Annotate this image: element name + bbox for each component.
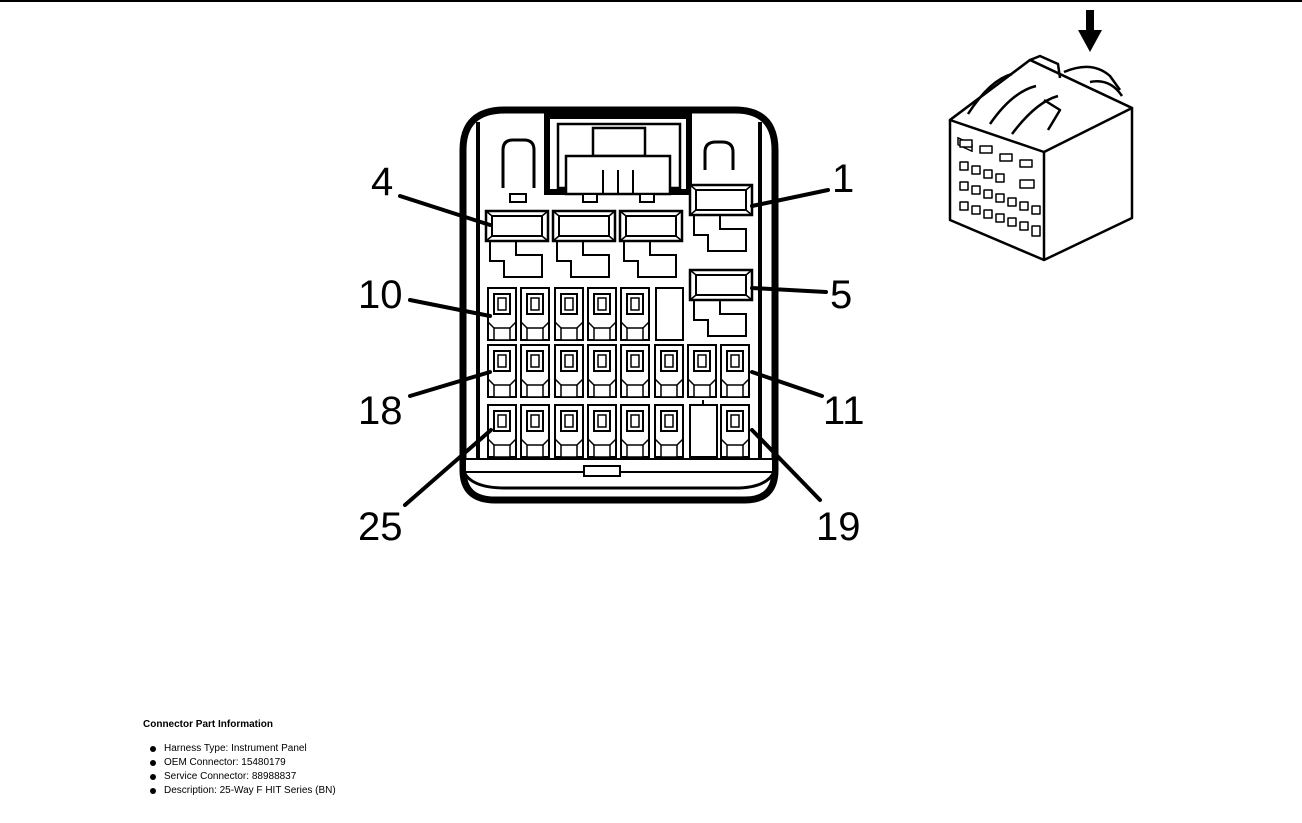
cavity-16 — [554, 344, 584, 398]
blank-cavity-row2 — [655, 287, 684, 341]
info-item-service-connector: Service Connector: 88988837 — [143, 770, 643, 784]
pin-label-18: 18 — [358, 389, 403, 433]
info-item-oem-connector: OEM Connector: 15480179 — [143, 756, 643, 770]
cavity-13 — [654, 344, 684, 398]
cavity-21 — [620, 404, 650, 458]
cavity-8 — [554, 287, 584, 341]
cavity-14 — [620, 344, 650, 398]
cavity-17 — [520, 344, 550, 398]
cavity-6 — [620, 287, 650, 341]
pin-label-4: 4 — [371, 160, 393, 204]
pin-label-1: 1 — [832, 157, 854, 201]
connector-face-diagram: 4 1 10 5 18 11 25 19 — [358, 10, 1134, 549]
cavity-10 — [487, 287, 517, 341]
cavity-20 — [654, 404, 684, 458]
connector-part-information: Connector Part Information Harness Type:… — [143, 719, 643, 798]
bullet-icon — [150, 788, 156, 794]
right-key-slot — [703, 140, 735, 170]
info-title: Connector Part Information — [143, 719, 274, 730]
cavity-22 — [587, 404, 617, 458]
pin-label-25: 25 — [358, 505, 403, 549]
cavity-9 — [520, 287, 550, 341]
pin-label-19: 19 — [816, 505, 861, 549]
leader-lines — [398, 188, 830, 507]
cavity-15 — [587, 344, 617, 398]
pin-label-11: 11 — [823, 389, 865, 433]
connector-isometric-view — [948, 54, 1134, 262]
connector-latch — [544, 113, 692, 203]
info-item-harness-type: Harness Type: Instrument Panel — [143, 742, 643, 756]
top-border — [0, 0, 1302, 2]
cavity-12 — [687, 344, 717, 398]
info-item-description: Description: 25-Way F HIT Series (BN) — [143, 784, 643, 798]
cavity-7 — [587, 287, 617, 341]
bullet-icon — [150, 746, 156, 752]
left-key-slot — [501, 138, 536, 188]
cavity-18 — [487, 344, 517, 398]
cavity-24 — [520, 404, 550, 458]
pin-label-10: 10 — [358, 273, 403, 317]
info-list: Harness Type: Instrument Panel OEM Conne… — [143, 742, 643, 798]
pin-label-5: 5 — [830, 273, 852, 317]
bullet-icon — [150, 760, 156, 766]
cavity-23 — [554, 404, 584, 458]
cavity-19 — [720, 404, 750, 458]
blank-cavity-row4 — [689, 404, 718, 458]
left-key-tab — [509, 193, 527, 203]
bullet-icon — [150, 774, 156, 780]
cavity-11 — [720, 344, 750, 398]
down-arrow-icon — [1078, 10, 1102, 52]
